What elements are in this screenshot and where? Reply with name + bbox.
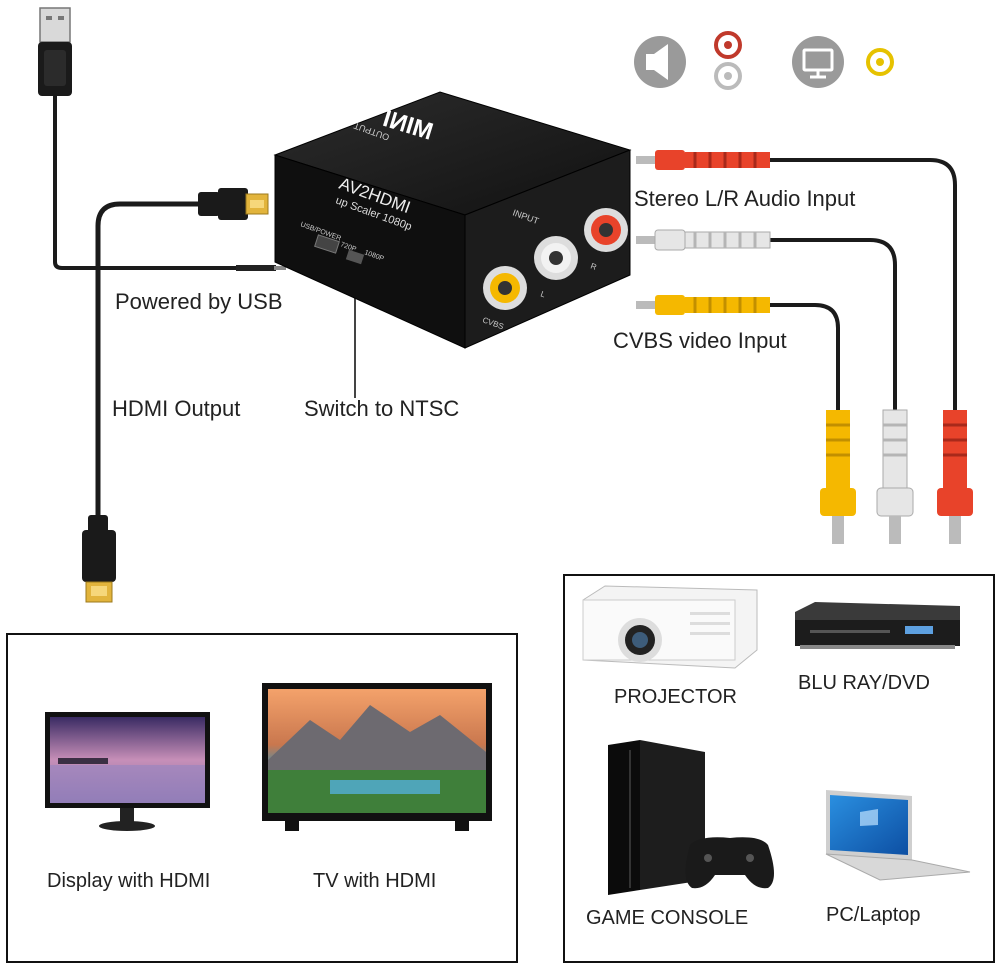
usb-plug-icon (38, 7, 72, 96)
projector-image (582, 585, 758, 669)
jack-r (584, 208, 628, 252)
rca-white-cable (636, 229, 914, 544)
laptop-label: PC/Laptop (826, 904, 921, 926)
converter-box (273, 91, 632, 349)
jack-l (534, 236, 578, 280)
bluray-label: BLU RAY/DVD (798, 672, 930, 694)
resolution-switch (345, 249, 365, 265)
powered-by-usb-label: Powered by USB (115, 289, 283, 314)
switch-to-ntsc-label: Switch to NTSC (304, 396, 460, 421)
rca-red-cable (636, 150, 973, 544)
hdmi-cable (95, 201, 200, 522)
bluray-player-image (795, 602, 960, 649)
output-devices-panel (6, 633, 518, 963)
laptop-image (825, 790, 971, 881)
video-jack-icon (866, 48, 894, 76)
usb-cable (53, 95, 286, 271)
cvbs-video-input-label: CVBS video Input (613, 328, 787, 353)
jack-cvbs (483, 266, 527, 310)
display-monitor-image (45, 712, 210, 831)
stereo-audio-input-label: Stereo L/R Audio Input (634, 186, 856, 211)
source-devices-panel (563, 574, 995, 963)
speaker-icon (634, 36, 686, 88)
hdmi-plug-bottom-icon (82, 515, 116, 603)
hdmi-plug-top-icon (198, 188, 269, 220)
projector-label: PROJECTOR (614, 686, 737, 708)
tv-label: TV with HDMI (313, 870, 437, 892)
monitor-icon (792, 36, 844, 88)
hdmi-output-label: HDMI Output (112, 396, 241, 421)
jack-l-label: L (539, 289, 547, 299)
tv-image (262, 683, 492, 831)
rca-yellow-cable (636, 295, 856, 544)
gamepad-icon (685, 837, 774, 889)
display-label: Display with HDMI (47, 870, 211, 892)
game-console-label: GAME CONSOLE (586, 907, 749, 929)
audio-jacks-icon (714, 31, 742, 90)
usb-port (314, 234, 340, 254)
jack-r-label: R (589, 261, 598, 272)
